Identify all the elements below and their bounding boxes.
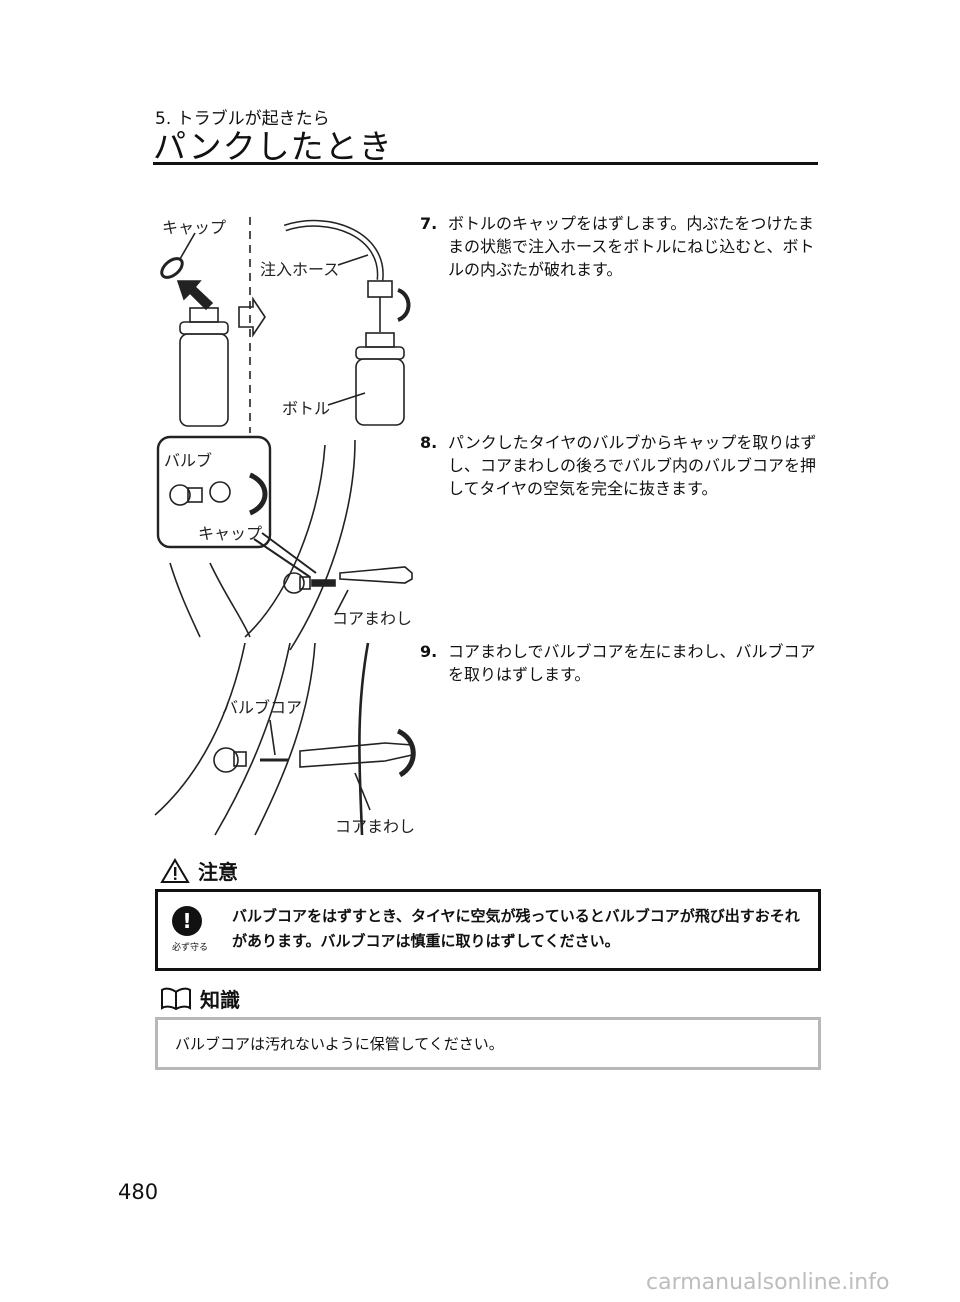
step-text: コアまわしでバルブコアを左にまわし、バルブコアを取りはずします。 <box>448 642 816 684</box>
caution-heading-text: 注意 <box>198 860 238 884</box>
mandatory-caption: 必ず守る <box>172 943 209 953</box>
step-text: ボトルのキャップをはずします。内ぶたをつけたままの状態で注入ホースをボトルにねじ… <box>448 214 815 279</box>
hose-label: 注入ホース <box>260 260 340 279</box>
warning-triangle-icon <box>160 857 190 883</box>
step-number: 9. <box>420 642 438 661</box>
knowledge-heading-text: 知識 <box>200 988 240 1012</box>
knowledge-heading: 知識 <box>160 984 240 1013</box>
core-tool-label-2: コアまわし <box>335 817 416 836</box>
cap-label: キャップ <box>162 218 227 237</box>
procedure-illustration <box>154 217 416 836</box>
caution-text: バルブコアをはずすとき、タイヤに空気が残っているとバルブコアが飛び出すおそれがあ… <box>232 907 800 950</box>
page-title: パンクしたとき <box>153 127 393 166</box>
valve-cap-label: キャップ <box>198 524 263 543</box>
knowledge-text: バルブコアは汚れないように保管してください。 <box>175 1035 504 1053</box>
section-heading: 5. トラブルが起きたら <box>155 109 330 129</box>
core-tool-label-1: コアまわし <box>332 609 413 628</box>
knowledge-box: バルブコアは汚れないように保管してください。 <box>155 1017 821 1070</box>
step-text: パンクしたタイヤのバルブからキャップを取りはずし、コアまわしの後ろでバルブ内のバ… <box>448 433 817 498</box>
watermark: carmanualsonline.info <box>646 1270 890 1295</box>
step-number: 8. <box>420 433 438 452</box>
step-7: 7. ボトルのキャップをはずします。内ぶたをつけたままの状態で注入ホースをボトル… <box>420 212 820 281</box>
mandatory-icon: ! <box>172 906 202 936</box>
page-number: 480 <box>118 1180 159 1204</box>
book-icon <box>161 987 191 1010</box>
caution-box: ! 必ず守る バルブコアをはずすとき、タイヤに空気が残っているとバルブコアが飛び… <box>155 889 821 971</box>
title-rule <box>153 162 818 165</box>
bottle-label: ボトル <box>282 399 331 418</box>
valve-core-label: バルブコア <box>222 698 303 717</box>
step-9: 9. コアまわしでバルブコアを左にまわし、バルブコアを取りはずします。 <box>420 640 820 686</box>
step-8: 8. パンクしたタイヤのバルブからキャップを取りはずし、コアまわしの後ろでバルブ… <box>420 431 820 500</box>
valve-label: バルブ <box>164 451 213 470</box>
caution-heading: 注意 <box>160 856 238 885</box>
step-number: 7. <box>420 214 438 233</box>
